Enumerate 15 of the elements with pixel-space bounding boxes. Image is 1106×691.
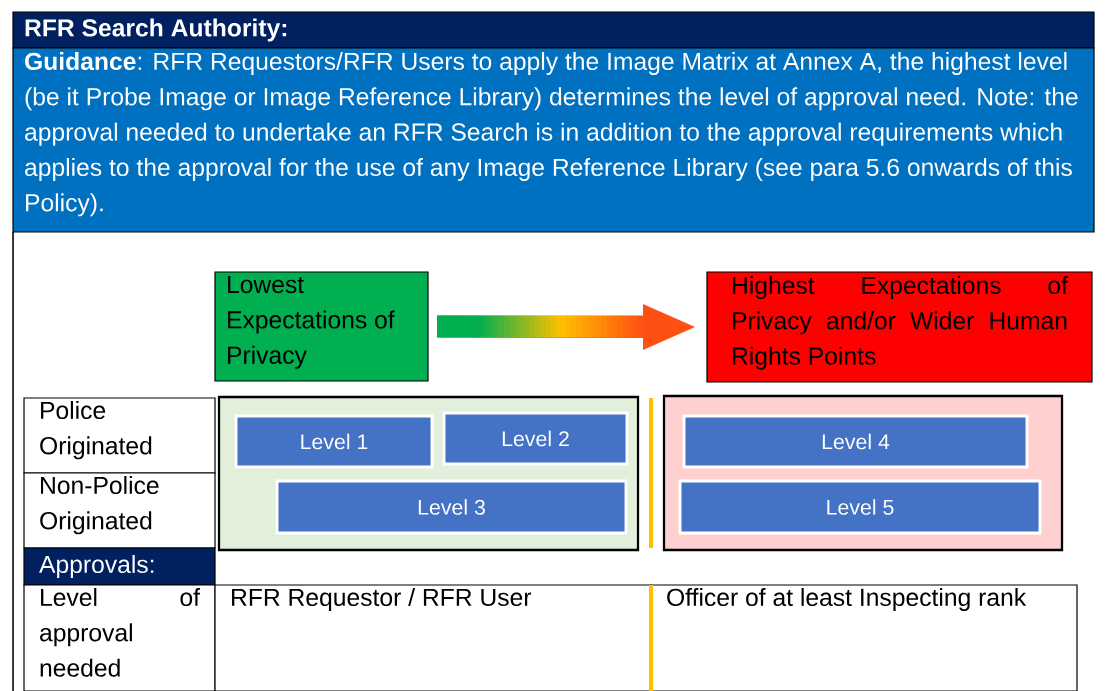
label-box: Highest Expectations of Privacy and/or Wider Human Rights Points <box>706 271 1093 383</box>
level-box: Level 4 <box>682 414 1029 469</box>
table-cell: Level of approval needed <box>23 584 216 691</box>
table-cell: Non-Police Originated <box>23 472 216 549</box>
table-cell: Officer of at least Inspecting rank <box>650 584 1078 691</box>
guidance-band: Guidance: RFR Requestors/RFR Users to apply the Image Matrix at Annex A, the highest level (be it Probe Image or Image Reference Library) determines the level of approval need. Note: the approval needed to undertake an RFR Search is in addition to the approval requirements which applies to the approval for the use of any Image Reference Library (see para 5.6 onwards of this Policy). <box>12 47 1095 233</box>
header-cell: Approvals: <box>23 547 216 586</box>
level-box: Level 1 <box>234 414 434 469</box>
level-box: Level 2 <box>442 411 629 466</box>
level-box: Level 5 <box>678 479 1042 535</box>
header-band: RFR Search Authority: <box>12 11 1095 49</box>
gradient-arrow <box>437 304 695 350</box>
label-box: Lowest Expectations of Privacy <box>214 271 429 382</box>
level-box: Level 3 <box>275 479 628 535</box>
table-cell: Police Originated <box>23 397 216 474</box>
